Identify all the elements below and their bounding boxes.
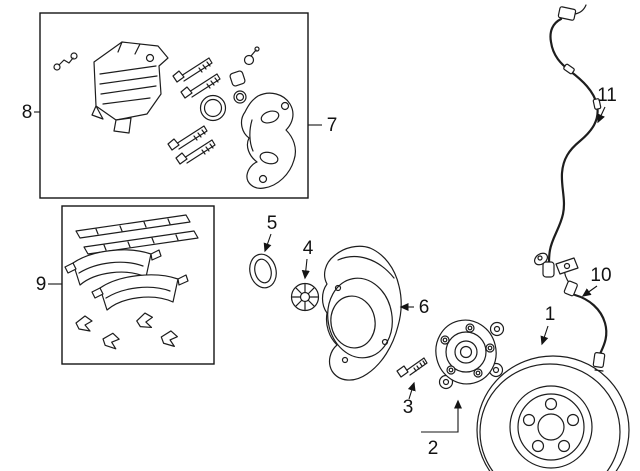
callout-label-9: 9 — [36, 274, 47, 295]
leader-1 — [540, 325, 549, 346]
leader-5 — [263, 233, 272, 253]
callout-labels: 1 2 3 4 5 6 7 8 9 10 11 — [22, 85, 617, 459]
callout-label-3: 3 — [403, 397, 414, 418]
caliper-piston-and-seals — [199, 46, 260, 122]
callout-label-8: 8 — [22, 102, 33, 123]
part-brake-rotor — [476, 355, 630, 471]
leader-10 — [581, 285, 598, 297]
pad-shims — [75, 214, 199, 255]
leader-4 — [301, 258, 310, 280]
leader-3 — [407, 381, 416, 400]
brake-pads — [64, 249, 189, 311]
pad-retainer-clip — [53, 52, 78, 71]
leader-11 — [597, 106, 606, 124]
caliper-mount-bolts — [167, 125, 216, 165]
callout-label-10: 10 — [590, 265, 611, 286]
part-splash-shield — [321, 245, 402, 381]
callout-label-4: 4 — [303, 238, 314, 259]
part-abs-speed-sensor — [533, 4, 602, 278]
part-grease-cap — [290, 282, 320, 312]
group-caliper-hardware-assembly — [39, 12, 309, 199]
part-seal-ring — [249, 253, 277, 289]
wheel-studs — [440, 323, 495, 378]
group-brake-pad-kit — [61, 205, 215, 365]
rotor-lug-holes — [522, 397, 580, 453]
part-brake-hose — [555, 257, 608, 372]
leader-2 — [421, 399, 463, 433]
callout-leaders — [34, 106, 606, 433]
callout-label-1: 1 — [545, 304, 556, 325]
callout-label-5: 5 — [267, 213, 278, 234]
part-hub-bolt — [396, 357, 428, 378]
caliper-guide-pins — [172, 57, 221, 99]
callout-label-6: 6 — [419, 297, 430, 318]
callout-label-7: 7 — [327, 115, 338, 136]
caliper-housing — [91, 41, 169, 134]
callout-label-2: 2 — [428, 438, 439, 459]
callout-label-11: 11 — [597, 85, 617, 106]
part-wheel-hub-bearing — [435, 319, 505, 390]
caliper-bracket — [240, 92, 297, 189]
